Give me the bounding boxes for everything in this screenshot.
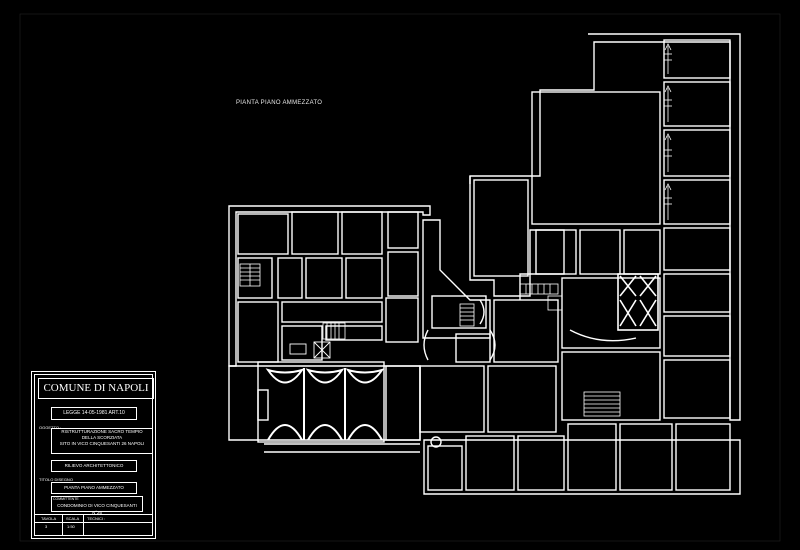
arch-3 (479, 299, 485, 325)
room-m6 (473, 179, 529, 277)
shaft-x-right (617, 273, 659, 331)
cell-divider-2 (83, 514, 84, 536)
room-l11 (281, 325, 323, 361)
room-l1 (237, 213, 289, 255)
stair-lower-right (583, 391, 621, 417)
spiral-stair (430, 436, 442, 448)
room-l12 (325, 325, 383, 341)
nave (257, 361, 385, 443)
tavola-value: 3 (45, 524, 48, 529)
corridor-l (281, 301, 383, 323)
plan-title: PIANTA PIANO AMMEZZATO (236, 100, 323, 106)
room-l3 (341, 211, 383, 255)
oggetto-line-2: DELLA SCORZIATA (81, 435, 123, 440)
church-hall (228, 361, 421, 453)
shop-2 (517, 435, 565, 491)
shop-4 (619, 423, 673, 491)
sheet-frame (19, 13, 781, 542)
center-upper-wall (469, 176, 565, 300)
room-r6 (663, 273, 731, 313)
room-l7 (345, 257, 383, 299)
room-r4 (663, 179, 731, 225)
stair-left (239, 263, 261, 287)
arch-4 (569, 329, 637, 342)
room-m3 (431, 295, 487, 329)
shop-1 (465, 435, 515, 491)
committente-label: COMMITTENTE (53, 497, 79, 501)
divider-bottom (35, 514, 152, 515)
room-m5 (493, 299, 559, 363)
shop-3 (567, 423, 617, 491)
room-r2 (663, 81, 731, 127)
shop-5 (675, 423, 731, 491)
stair-right (519, 283, 563, 311)
stair-right-column (664, 43, 672, 220)
cell-row-divider (35, 522, 152, 523)
floor-plan (19, 13, 781, 542)
room-r5 (663, 227, 731, 271)
room-r12 (561, 351, 661, 421)
room-l9 (385, 297, 419, 343)
room-m1 (419, 365, 485, 433)
room-l10 (237, 301, 279, 363)
right-tower (469, 33, 741, 421)
oggetto-line-3: SITO IN VICO CINQUESANTI 26 NAPOLI (59, 441, 145, 446)
room-r7 (663, 315, 731, 357)
committente-value: CONDOMINIO DI VICO CINQUESANTI N°26 (57, 503, 137, 515)
ground-shops (423, 423, 741, 495)
room-l8 (387, 251, 419, 297)
scala-label: SCALA (66, 516, 80, 521)
room-r10 (579, 229, 621, 275)
stair-center-left (322, 322, 346, 340)
municipality-heading: COMUNE DI NAPOLI (38, 378, 154, 399)
tecnici-label: TECNICI : (87, 516, 106, 521)
shops-outer (423, 439, 741, 495)
law-reference: LEGGE 14-05-1981 ART.10 (51, 407, 137, 420)
arch-1 (423, 329, 429, 361)
tavola-label: TAVOLA (41, 516, 57, 521)
arch-2 (489, 329, 496, 361)
committente-box: COMMITTENTE CONDOMINIO DI VICO CINQUESAN… (51, 496, 143, 515)
room-r3 (663, 129, 731, 177)
oggetto-label: OGGETTO : (39, 425, 62, 430)
titolo-label: TITOLO DISEGNO (39, 477, 73, 482)
room-r9 (535, 229, 577, 275)
survey-box: RILIEVO ARCHITETTONICO (51, 460, 137, 472)
right-tower-outer (469, 33, 741, 421)
center-link (422, 219, 491, 339)
room-l5 (277, 257, 303, 299)
stair-room-l (237, 257, 273, 299)
oggetto-box: RISTRUTTURAZIONE SACRO TEMPIO DELLA SCOR… (51, 428, 153, 454)
room-m2 (487, 365, 557, 433)
room-l6 (305, 257, 343, 299)
vaults (265, 368, 385, 441)
stair-hall-right (561, 277, 661, 349)
oggetto-line-1: RISTRUTTURAZIONE SACRO TEMPIO (61, 429, 143, 434)
room-l4 (387, 211, 419, 249)
room-c1 (385, 365, 421, 441)
titolo-box: PIANTA PIANO AMMEZZATO (51, 482, 137, 494)
cell-divider-1 (62, 514, 63, 536)
shaft-x-left (289, 341, 331, 359)
room-r8 (663, 359, 731, 419)
title-block-inner-frame: COMUNE DI NAPOLI LEGGE 14-05-1981 ART.10… (34, 374, 154, 536)
room-r11 (623, 229, 661, 275)
room-l2 (291, 211, 339, 255)
left-wing (228, 205, 431, 367)
room-r-big (531, 91, 661, 225)
scala-value: 1:50 (67, 524, 75, 529)
altar-niche (257, 389, 269, 421)
stair-center (459, 303, 475, 327)
room-m4 (455, 333, 491, 363)
title-block: COMUNE DI NAPOLI LEGGE 14-05-1981 ART.10… (31, 371, 156, 539)
room-r1 (663, 39, 731, 79)
center-block (419, 176, 565, 433)
shop-0 (427, 445, 463, 491)
